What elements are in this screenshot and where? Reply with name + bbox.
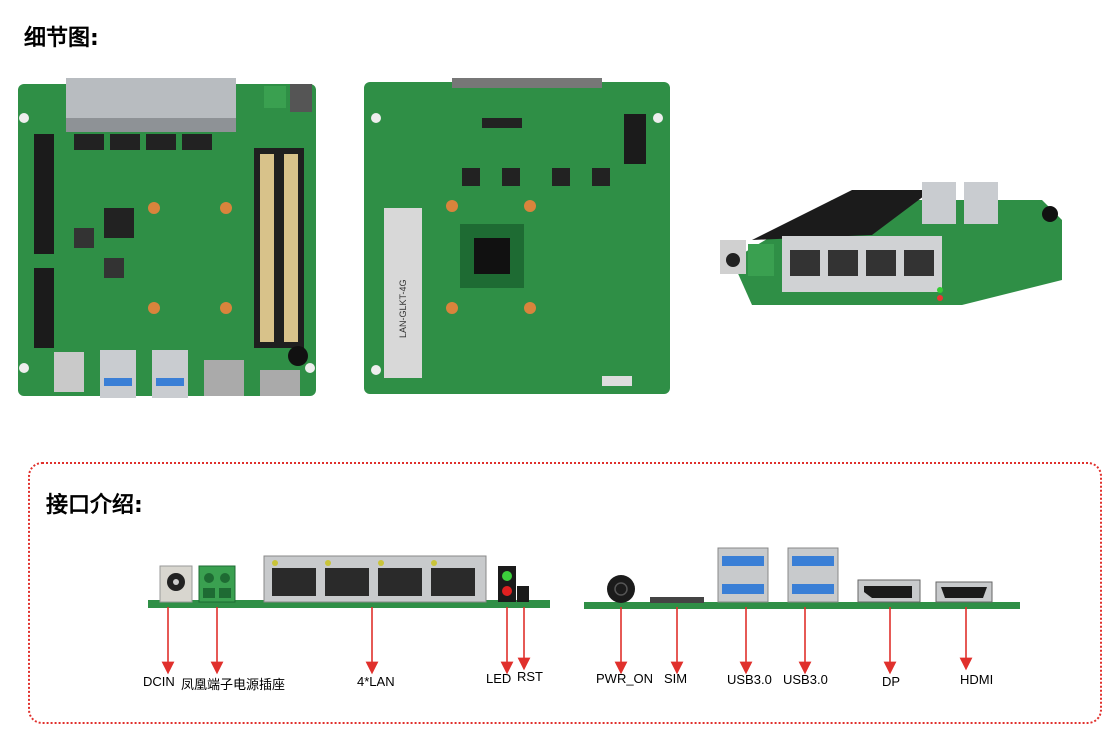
board-bottom-view-image: LAN-GLKT-4G — [364, 78, 670, 394]
sim-label: SIM — [664, 671, 688, 686]
rst-label: RST — [517, 669, 543, 684]
usb3-port-2-icon — [787, 547, 839, 603]
rst-button-icon — [517, 586, 529, 602]
pwr-on-label: PWR_ON — [596, 671, 654, 686]
power-button-icon — [607, 575, 635, 603]
lan-label: 4*LAN — [357, 674, 395, 689]
sim-slot-icon — [650, 597, 704, 603]
board-perspective-image — [720, 182, 1062, 305]
usb3-1-label: USB3.0 — [727, 672, 772, 687]
phoenix-label: 凤凰端子电源插座 — [181, 677, 286, 692]
phoenix-terminal-icon — [198, 565, 236, 603]
hdmi-port-icon — [935, 581, 993, 603]
interface-frame — [28, 462, 1102, 724]
board-sticker-text: LAN-GLKT-4G — [398, 279, 408, 338]
dcin-port-icon — [159, 565, 193, 603]
dp-port-icon — [857, 579, 921, 603]
left-board-strip — [148, 600, 550, 608]
right-board-strip — [584, 602, 1020, 609]
led-icon — [498, 566, 516, 602]
usb3-port-1-icon — [717, 547, 769, 603]
dp-label: DP — [882, 674, 901, 689]
dcin-label: DCIN — [143, 674, 175, 689]
usb3-2-label: USB3.0 — [783, 672, 828, 687]
led-label: LED — [486, 671, 512, 686]
detail-heading: 细节图: — [24, 26, 99, 51]
board-top-view-image — [18, 78, 316, 398]
hdmi-label: HDMI — [960, 672, 994, 687]
lan-ports-icon — [263, 555, 487, 603]
interfaces-heading: 接口介绍: — [46, 493, 143, 518]
